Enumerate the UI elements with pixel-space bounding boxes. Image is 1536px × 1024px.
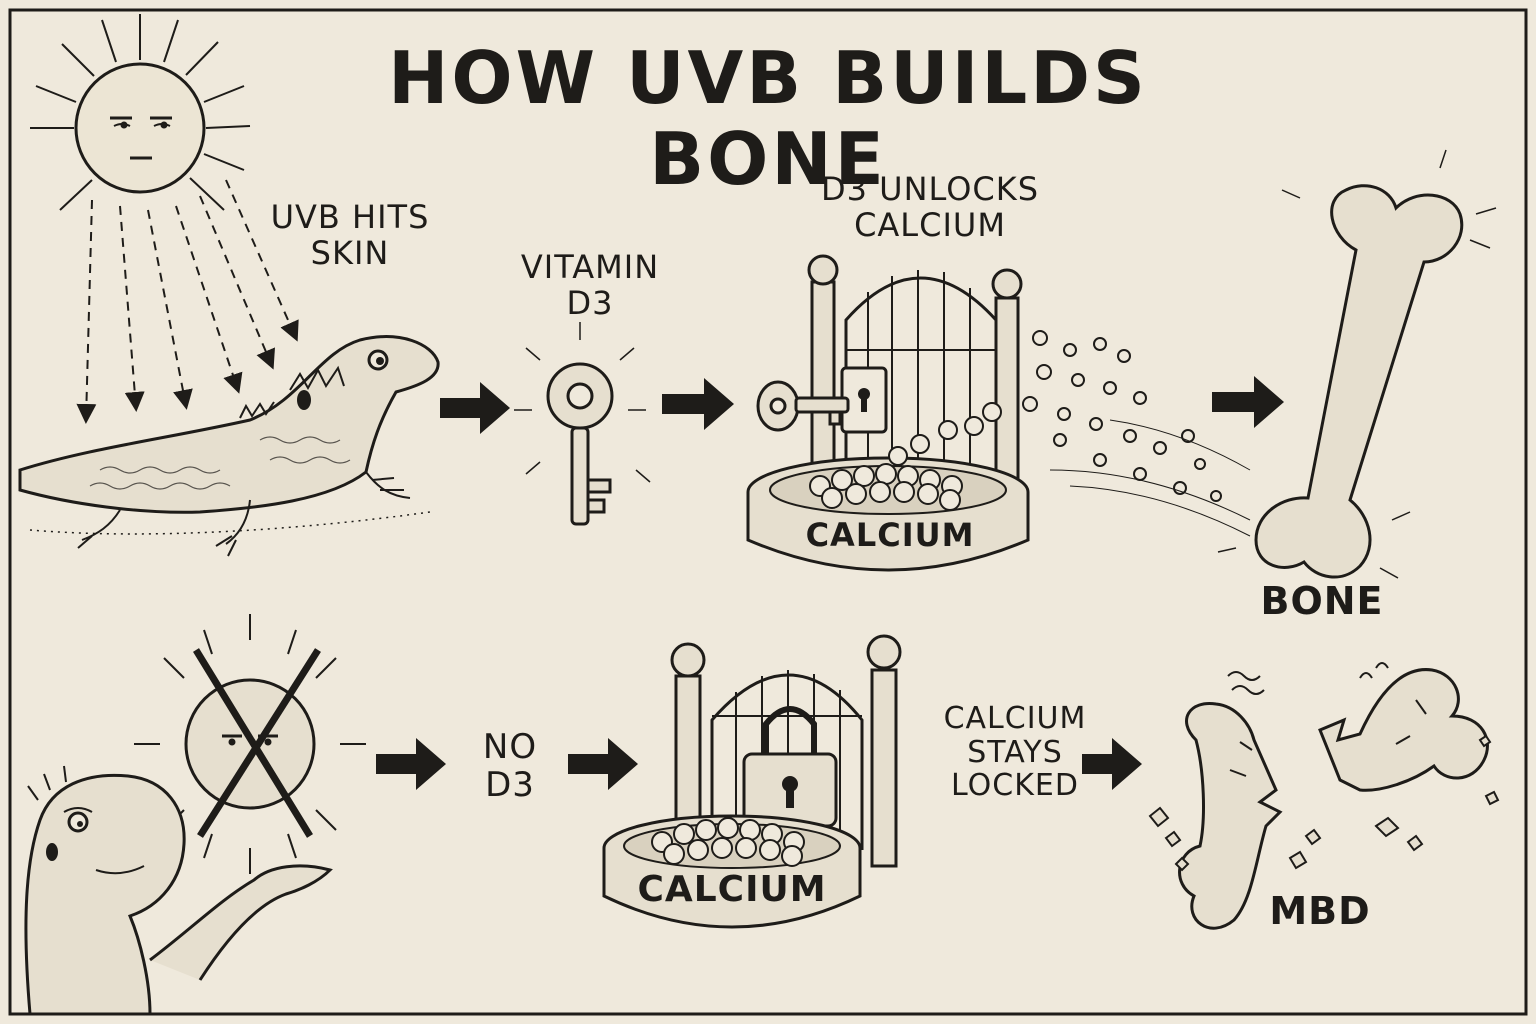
vitamin-d3-label: VITAMIN D3 <box>520 248 660 322</box>
bearded-dragon-illustration <box>18 335 440 557</box>
broken-bone-icon <box>1148 662 1500 930</box>
frame-border <box>8 8 1528 1016</box>
arrow-icon <box>440 382 510 434</box>
arrow-icon <box>376 738 446 790</box>
mbd-label: MBD <box>1269 889 1371 933</box>
calcium-bowl-label-bottom: CALCIUM <box>637 869 827 910</box>
d3-unlocks-calcium-label: D3 UNLOCKS CALCIUM <box>820 170 1040 244</box>
key-icon <box>514 322 651 526</box>
arrow-icon <box>662 378 734 430</box>
page-title: HOW UVB BUILDS BONE <box>388 36 1148 201</box>
bone-icon <box>1217 149 1497 579</box>
calcium-stays-locked-label: CALCIUM STAYS LOCKED <box>943 701 1087 804</box>
arrow-icon <box>1082 738 1142 790</box>
bone-label: BONE <box>1260 579 1384 623</box>
calcium-bowl-bottom <box>602 814 862 929</box>
no-d3-label: NO D3 <box>482 727 538 806</box>
uvb-rays <box>76 179 299 424</box>
calcium-bowl-top <box>746 402 1030 572</box>
calcium-bowl-label-top: CALCIUM <box>805 516 975 554</box>
no-sun-icon <box>134 614 366 874</box>
shrugging-dragon-illustration <box>24 765 333 1016</box>
uvb-hits-skin-label: UVB HITS SKIN <box>270 198 430 272</box>
calcium-particles-stream <box>1022 330 1251 537</box>
sun-icon <box>30 14 251 211</box>
arrow-icon <box>568 738 638 790</box>
arrow-icon <box>1212 376 1284 428</box>
